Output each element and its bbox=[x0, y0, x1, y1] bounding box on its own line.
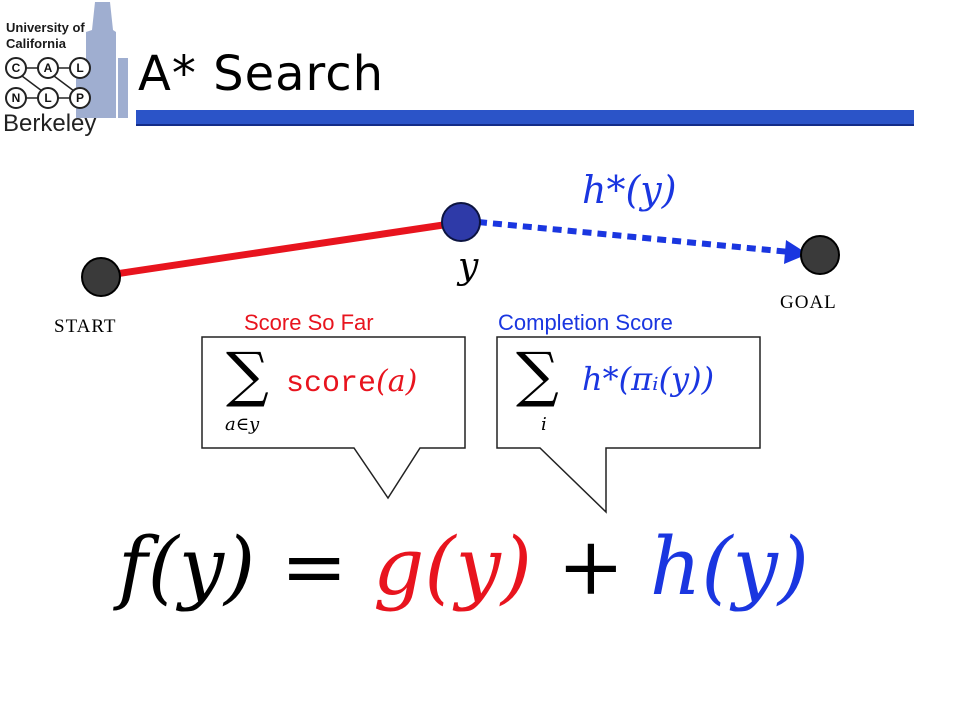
heuristic-label: h*(y) bbox=[582, 168, 677, 212]
score-so-far-callout bbox=[201, 336, 466, 500]
completion-term: h*(πᵢ(y)) bbox=[582, 360, 715, 398]
completion-score-heading: Completion Score bbox=[498, 310, 673, 335]
start-label: START bbox=[54, 316, 117, 337]
formula-f: f(y) bbox=[118, 520, 256, 613]
score-term: score(a) bbox=[286, 364, 417, 401]
logo-berkeley-text: Berkeley bbox=[3, 110, 97, 137]
logo-university-text: University of bbox=[6, 20, 85, 35]
score-fn: score bbox=[286, 367, 377, 401]
score-arg: (a) bbox=[376, 364, 418, 399]
score-so-far-heading: Score So Far bbox=[244, 310, 374, 335]
mid-node-y bbox=[441, 202, 481, 242]
formula-equals: = bbox=[280, 520, 348, 613]
sum-2-subscript: i bbox=[541, 414, 547, 435]
logo-node-l2: L bbox=[44, 91, 51, 105]
logo-node-l: L bbox=[76, 61, 83, 75]
logo-node-a: A bbox=[44, 61, 53, 75]
logo-node-n: N bbox=[12, 91, 21, 105]
logo-california-text: California bbox=[6, 36, 66, 51]
logo-node-c: C bbox=[12, 61, 21, 75]
formula-g: g(y) bbox=[373, 520, 532, 613]
sum-symbol-1: ∑ bbox=[226, 340, 269, 410]
logo-node-p: P bbox=[76, 91, 84, 105]
heuristic-edge bbox=[477, 219, 791, 255]
slide-title: A* Search bbox=[138, 46, 384, 102]
berkeley-nlp-logo: C A L N L P bbox=[5, 2, 128, 118]
goal-node bbox=[800, 235, 840, 275]
astar-formula: f(y) = g(y) + h(y) bbox=[118, 520, 809, 613]
formula-h: h(y) bbox=[649, 520, 810, 613]
sum-symbol-2: ∑ bbox=[516, 340, 559, 410]
start-node bbox=[81, 257, 121, 297]
completion-score-callout bbox=[496, 336, 761, 514]
mid-node-label: y bbox=[458, 246, 479, 287]
path-so-far-edge bbox=[101, 220, 451, 280]
sum-1-subscript: a∈y bbox=[225, 414, 260, 435]
title-underline-bar bbox=[136, 110, 914, 126]
goal-label: GOAL bbox=[780, 292, 837, 313]
heuristic-arrowhead bbox=[784, 240, 808, 264]
formula-plus: + bbox=[557, 520, 625, 613]
